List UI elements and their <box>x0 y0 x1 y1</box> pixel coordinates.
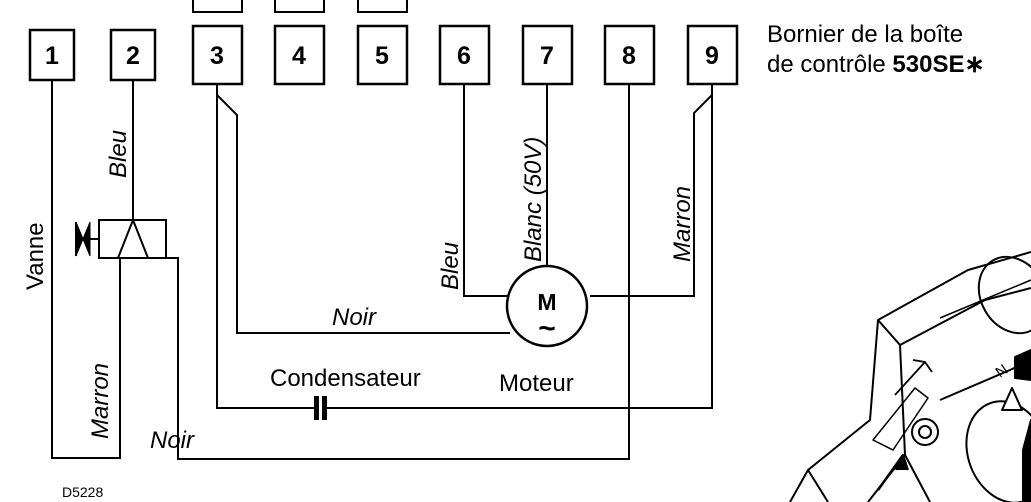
control-box-illustration <box>789 251 1031 502</box>
terminal-number-3: 3 <box>210 42 224 70</box>
header-line-2-prefix: de contrôle <box>767 51 892 78</box>
upper-terminal-stubs <box>192 0 408 13</box>
terminal-5 <box>356 24 409 86</box>
wire-terminal-1-valve <box>51 80 121 459</box>
wire-terminal-8-valve <box>148 84 630 460</box>
bleu-valve-label: Bleu <box>105 130 132 178</box>
reference-code: D5228 <box>62 484 103 500</box>
noir-motor-label: Noir <box>332 304 377 331</box>
valve-symbol <box>75 217 167 259</box>
terminal-number-2: 2 <box>126 42 140 70</box>
terminal-8 <box>603 24 656 86</box>
wire-terminal-6-motor <box>463 84 510 297</box>
motor-tilde: ~ <box>538 312 556 345</box>
terminal-number-4: 4 <box>292 42 306 70</box>
wire-terminal-9-capacitor <box>327 95 713 409</box>
marron-motor-label: Marron <box>669 186 696 262</box>
moteur-label: Moteur <box>499 370 574 397</box>
marron-valve-label: Marron <box>87 363 114 439</box>
terminal-number-6: 6 <box>457 42 471 70</box>
terminal-4 <box>273 24 326 86</box>
motor-symbol <box>505 264 589 348</box>
svg-text:N: N <box>993 361 1012 381</box>
terminal-number-1: 1 <box>45 42 59 70</box>
wire-terminal-9-motor <box>590 84 713 297</box>
motor-letter: M <box>537 289 556 315</box>
terminal-number-5: 5 <box>375 42 389 70</box>
header-line-2: de contrôle 530SE∗ <box>767 51 985 78</box>
header-line-2-model: 530SE∗ <box>892 51 984 78</box>
wire-terminal-3-capacitor <box>216 84 314 409</box>
header-line-1: Bornier de la boîte <box>767 21 963 48</box>
terminal-numbers: 1 2 3 4 5 6 7 8 9 <box>45 42 719 70</box>
terminal-block <box>28 24 739 86</box>
wires <box>51 80 713 460</box>
bleu-motor-label: Bleu <box>437 242 464 290</box>
noir-bottom-label: Noir <box>150 427 195 454</box>
blanc-motor-label: Blanc (50V) <box>520 137 547 262</box>
capacitor-symbol <box>314 396 327 420</box>
terminal-number-7: 7 <box>540 42 554 70</box>
condensateur-label: Condensateur <box>270 365 421 392</box>
terminal-number-9: 9 <box>705 42 719 70</box>
vanne-label: Vanne <box>22 222 49 290</box>
terminal-number-8: 8 <box>622 42 636 70</box>
terminal-6 <box>438 24 491 86</box>
